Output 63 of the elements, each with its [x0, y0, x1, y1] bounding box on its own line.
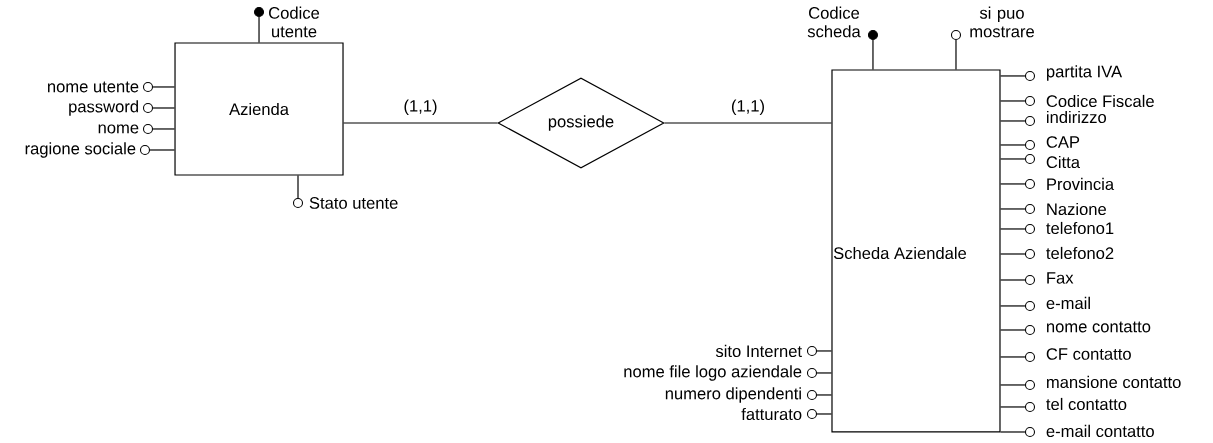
attribute-line: [258, 16, 260, 43]
attribute-line: [816, 413, 832, 415]
attribute-line: [955, 39, 957, 70]
entity-box: [831, 69, 1001, 433]
attribute-label: mansione contatto: [1047, 375, 1181, 389]
attribute-line: [1000, 158, 1026, 160]
attribute-label: si puo mostrare: [970, 6, 1034, 38]
attribute-label: partita IVA: [1046, 65, 1123, 81]
cardinality-label: (1,1): [402, 98, 439, 117]
attribute-label: numero dipendenti: [665, 387, 801, 403]
attribute-label: Provincia: [1047, 177, 1115, 191]
attribute-label: Codice utente: [269, 6, 320, 38]
attribute-label: indirizzo: [1047, 110, 1106, 124]
cardinality-label: (1,1): [729, 98, 767, 117]
attribute-line: [1000, 144, 1026, 146]
entity-box: Azienda: [174, 42, 344, 176]
attribute-label: fatturato: [741, 407, 802, 421]
attribute-label: nome utente: [48, 81, 139, 93]
attribute-label: e-mail contatto: [1046, 424, 1154, 438]
attribute-label: nome file logo aziendale: [624, 365, 802, 381]
attribute-line: [1000, 208, 1026, 210]
attribute-label: Stato utente: [309, 197, 398, 209]
attribute-label: ragione sociale: [25, 142, 136, 158]
attribute-label: tel contatto: [1046, 397, 1127, 411]
attribute-line: [1000, 406, 1026, 408]
attribute-line: [152, 128, 176, 130]
attribute-line: [1000, 384, 1026, 386]
attribute-line: [872, 39, 874, 70]
attribute-line: [1000, 120, 1026, 122]
entity-name: Scheda Aziendale: [833, 246, 967, 260]
attribute-label: nome: [98, 124, 139, 134]
attribute-label: nome contatto: [1047, 321, 1151, 333]
attribute-label: Citta: [1046, 155, 1080, 169]
attribute-line: [152, 107, 176, 109]
attribute-line: [816, 394, 832, 396]
attribute-line: [1000, 75, 1026, 77]
attribute-line: [1000, 279, 1026, 281]
attribute-label: Fax: [1047, 272, 1074, 284]
attribute-line: [816, 372, 832, 374]
attribute-line: [1000, 431, 1026, 433]
relationship-line: [663, 122, 832, 124]
attribute-line: [1000, 183, 1026, 185]
attribute-label: password: [69, 100, 138, 116]
attribute-line: [1000, 305, 1026, 307]
attribute-label: CF contatto: [1046, 348, 1131, 360]
attribute-line: [152, 86, 176, 88]
relationship-line: [343, 122, 498, 124]
attribute-label: Nazione: [1047, 202, 1106, 216]
attribute-line: [1000, 253, 1026, 255]
attribute-label: telefono1: [1046, 221, 1114, 235]
attribute-line: [1000, 356, 1026, 358]
attribute-line: [816, 350, 832, 352]
attribute-label: CAP: [1046, 136, 1080, 148]
attribute-label: e-mail: [1046, 296, 1090, 310]
attribute-line: [149, 149, 176, 151]
attribute-label: telefono2: [1046, 246, 1114, 260]
attribute-line: [1000, 228, 1026, 230]
attribute-line: [1000, 100, 1026, 102]
attribute-line: [1000, 329, 1026, 331]
attribute-label: Codice Fiscale: [1046, 94, 1154, 108]
attribute-label: Codice scheda: [807, 6, 861, 38]
attribute-line: [297, 175, 299, 199]
attribute-label: sito Internet: [715, 344, 802, 358]
